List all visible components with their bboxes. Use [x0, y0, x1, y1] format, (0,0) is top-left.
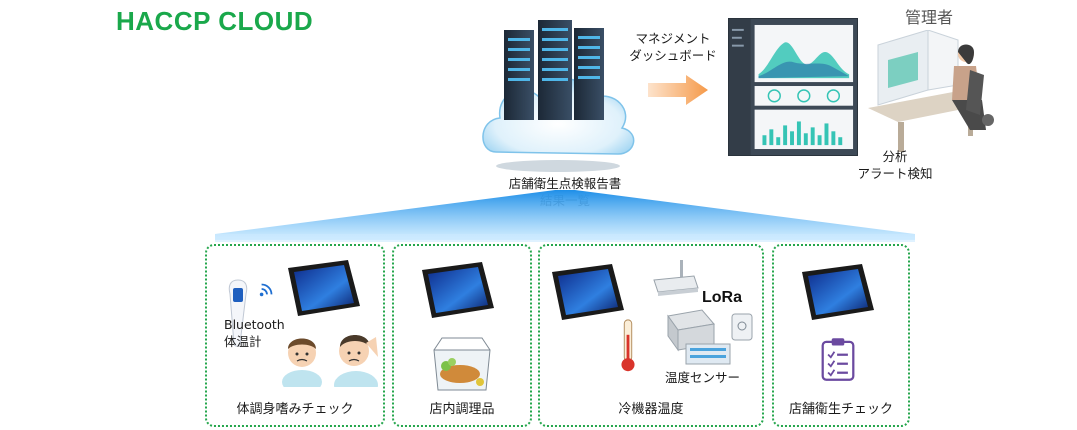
upload-beam: [215, 190, 915, 242]
cloud-icon: [482, 20, 635, 172]
bluetooth-thermometer-label: Bluetooth 体温計: [224, 316, 285, 350]
lora-label: LoRa: [702, 289, 742, 306]
management-label-line2: ダッシュボード: [629, 48, 717, 63]
page-title: HACCP CLOUD: [116, 6, 314, 36]
clipboard-checklist-icon: [821, 338, 855, 381]
sensor-box-icon: [667, 309, 753, 365]
group-refrigerator-temperature: 冷機器温度: [538, 244, 764, 427]
group-label: 店内調理品: [429, 402, 495, 417]
analysis-label-line1: 分析: [882, 149, 908, 164]
analysis-label-line2: アラート検知: [857, 166, 933, 181]
group-label: 店舗衛生チェック: [788, 402, 893, 417]
tablet-icon: [802, 264, 874, 320]
wifi-router-icon: [653, 260, 699, 296]
bluetooth-label-line1: Bluetooth: [224, 317, 285, 332]
dashboard-icon: [728, 18, 858, 156]
admin-label: 管理者: [905, 8, 954, 27]
group-label: 冷機器温度: [618, 402, 684, 417]
server-rack-icon: [504, 20, 604, 120]
thermometer-icon: [621, 319, 635, 372]
group-label: 体調身嗜みチェック: [236, 402, 354, 417]
group-in-store-cooking: 店内調理品: [392, 244, 532, 427]
tablet-icon: [422, 262, 494, 318]
thermometer-icon: [228, 279, 248, 347]
arrow-right-icon: [648, 75, 708, 105]
group-store-hygiene-check: 店舗衛生チェック: [772, 244, 910, 427]
group-health-check: 体調身嗜みチェック: [205, 244, 385, 427]
admin-person-icon: [868, 30, 994, 152]
analysis-label: 分析 アラート検知: [835, 148, 955, 182]
temperature-sensor-label: 温度センサー: [665, 370, 741, 385]
bluetooth-signal-icon: [259, 283, 273, 297]
bluetooth-label-line2: 体温計: [224, 334, 262, 349]
food-tray-icon: [433, 337, 491, 391]
management-dashboard-label: マネジメント ダッシュボード: [618, 30, 728, 64]
management-label-line1: マネジメント: [635, 31, 711, 46]
cloud-caption-line1: 店舗衛生点検報告書: [508, 176, 622, 191]
sick-person-icon: [282, 335, 378, 387]
tablet-icon: [288, 260, 360, 316]
tablet-icon: [552, 264, 624, 320]
